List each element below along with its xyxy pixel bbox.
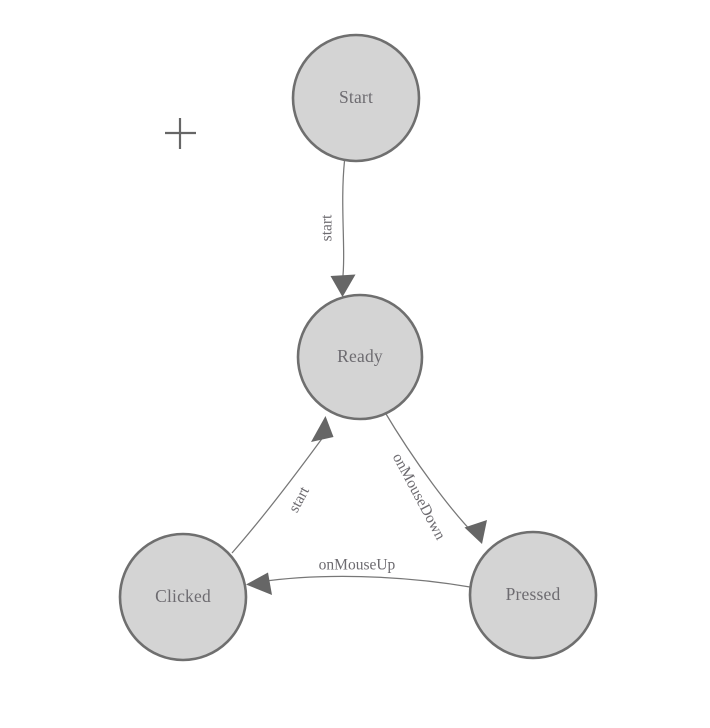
edge-start-to-ready[interactable]: start: [319, 160, 356, 297]
node-pressed-label: Pressed: [506, 584, 561, 604]
node-ready-circle[interactable]: [296, 293, 424, 421]
edge-label-start-to-ready: start: [319, 214, 336, 241]
node-clicked-circle[interactable]: [118, 532, 248, 662]
edge-clicked-to-ready[interactable]: start: [231, 416, 334, 554]
edge-clicked-to-ready-path: [231, 428, 330, 554]
node-clicked[interactable]: Clicked: [118, 532, 248, 662]
edge-pressed-to-clicked-path: [258, 575, 471, 588]
edge-start-to-ready-path: [341, 160, 346, 282]
node-start-circle[interactable]: [291, 33, 421, 163]
edge-ready-to-pressed-arrowhead: [464, 520, 487, 544]
node-start-label: Start: [339, 87, 373, 107]
edge-start-to-ready-arrowhead: [330, 274, 356, 297]
node-clicked-label: Clicked: [155, 586, 211, 606]
node-pressed[interactable]: Pressed: [468, 530, 598, 660]
edge-pressed-to-clicked[interactable]: onMouseUp: [246, 557, 471, 595]
edge-label-clicked-to-ready: start: [285, 483, 313, 515]
edge-label-pressed-to-clicked: onMouseUp: [319, 557, 396, 574]
node-ready[interactable]: Ready: [296, 293, 424, 421]
edge-clicked-to-ready-arrowhead: [311, 416, 334, 442]
crosshair-plus-icon: [165, 118, 196, 149]
node-pressed-circle[interactable]: [468, 530, 598, 660]
edge-ready-to-pressed[interactable]: onMouseDown: [382, 408, 487, 544]
node-start[interactable]: Start: [291, 33, 421, 163]
node-ready-label: Ready: [337, 346, 383, 366]
edge-pressed-to-clicked-arrowhead: [246, 572, 272, 595]
